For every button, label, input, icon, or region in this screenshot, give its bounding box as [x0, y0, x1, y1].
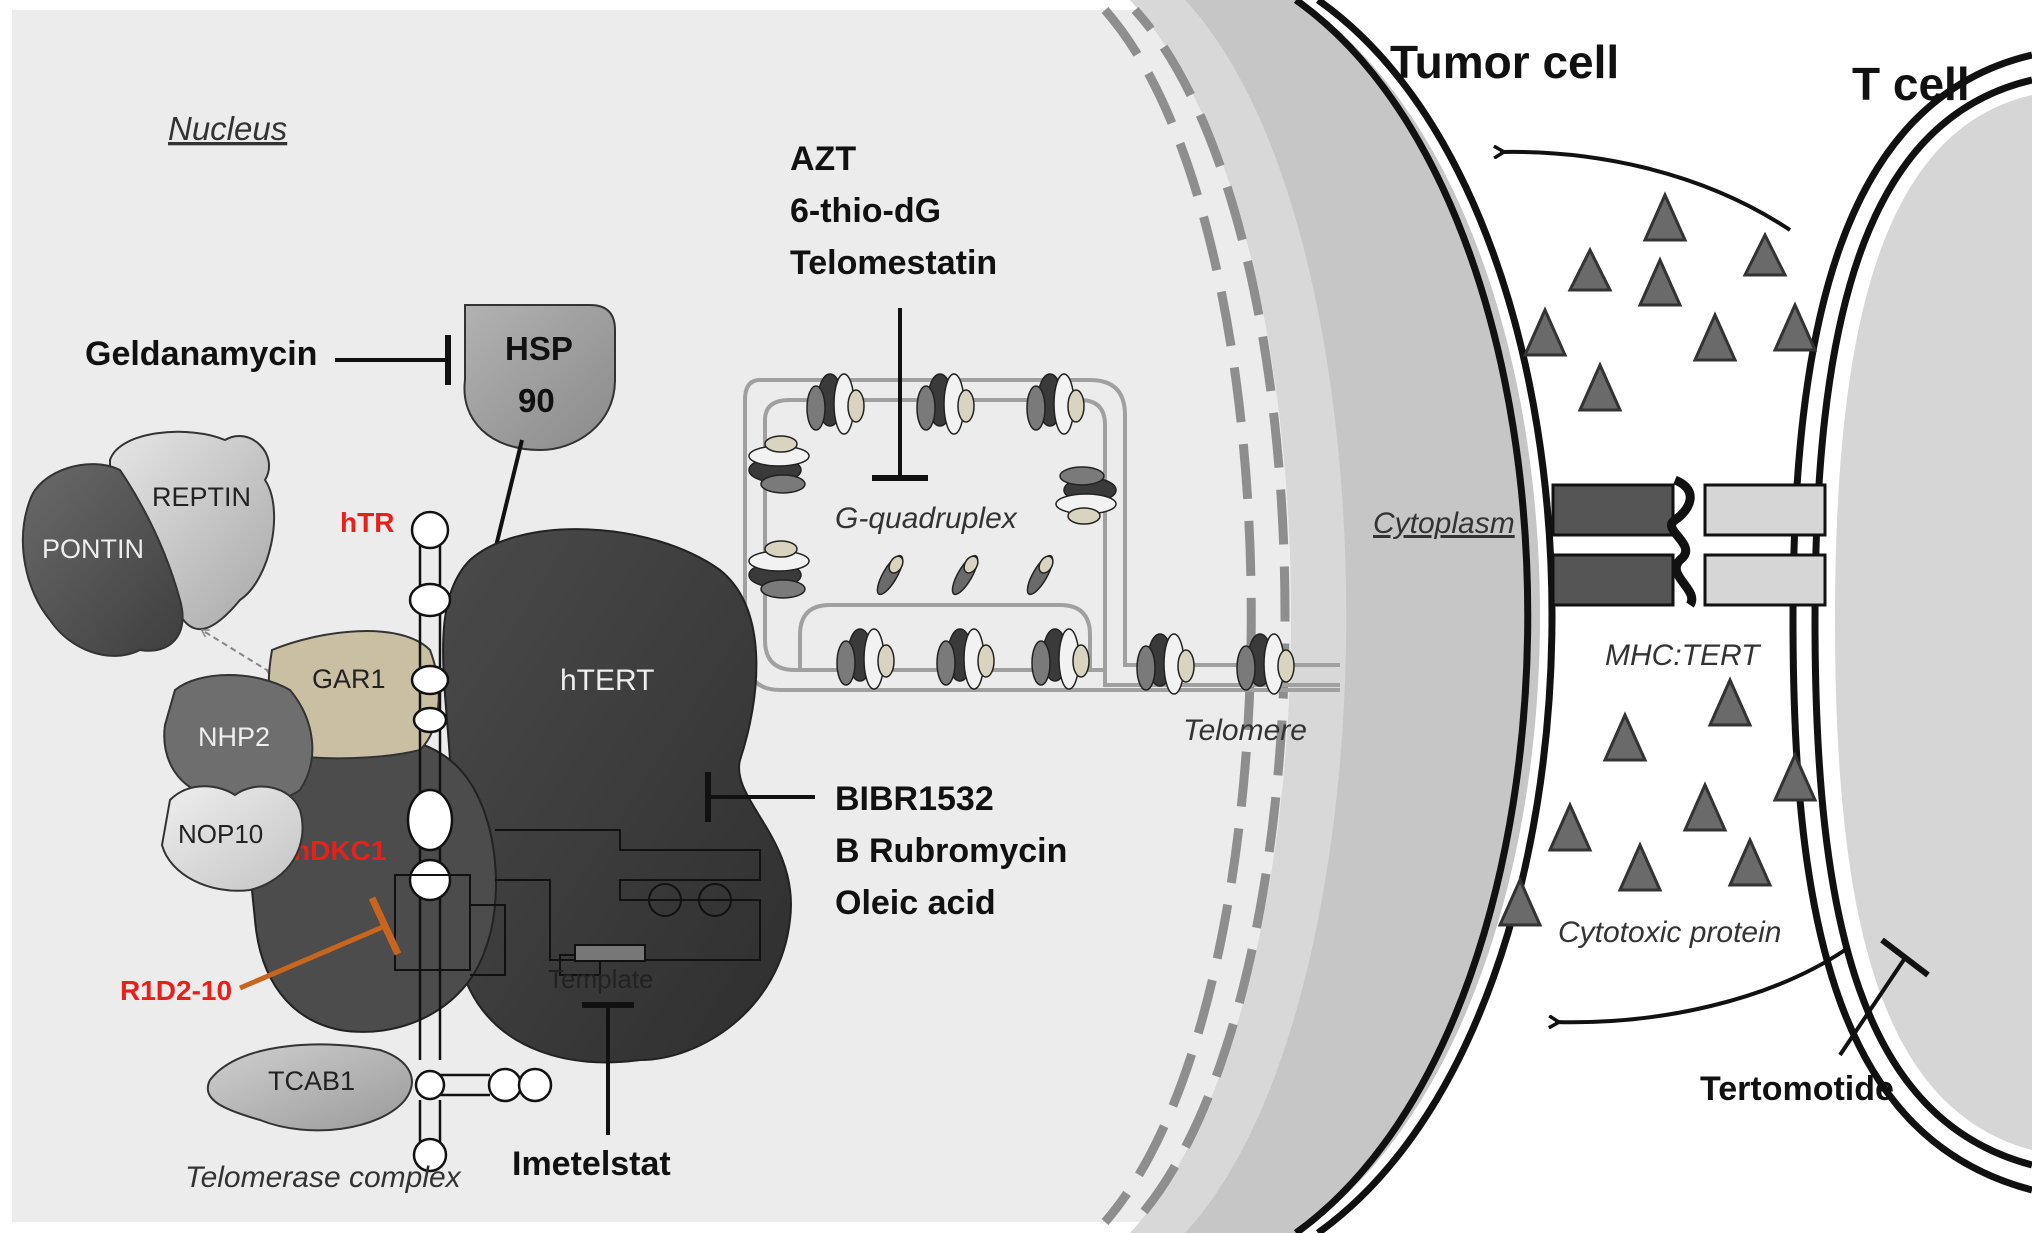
hdkc1-label: hDKC1: [293, 835, 386, 866]
cytotoxic-granules: [1497, 191, 1818, 927]
mhc-tert-complex: [1551, 475, 1827, 608]
tumor-cell-membrane-inner: [1293, 0, 1532, 1233]
g4-inhibitor-line: [872, 308, 928, 481]
nuclear-envelope-outer: [1131, 6, 1290, 1226]
nhp2-protein: [163, 674, 314, 803]
imetelstat-inhibitor-line: [582, 1002, 634, 1135]
drug-6-thio-dg: 6-thio-dG: [790, 192, 941, 230]
template-label: Template: [548, 964, 654, 994]
drug-imetelstat: Imetelstat: [512, 1145, 671, 1183]
g-quadruplex-label: G-quadruplex: [835, 502, 1018, 535]
drug-b-rubromycin: B Rubromycin: [835, 832, 1067, 870]
nop10-label: NOP10: [178, 819, 263, 849]
htr-label: hTR: [340, 507, 394, 538]
drug-r1d2-10: R1D2-10: [120, 975, 232, 1006]
tertomotide-inhibitor-line: [1838, 937, 1930, 1057]
htr-rna: [406, 510, 553, 1173]
arrow-lower: [1555, 948, 1847, 1022]
tumor-cell-label: Tumor cell: [1390, 36, 1619, 88]
drug-telomestatin: Telomestatin: [790, 244, 997, 282]
htert-label: hTERT: [560, 664, 654, 697]
pontin-nhp2-arrow: [205, 632, 270, 672]
drug-geldanamycin: Geldanamycin: [85, 335, 317, 373]
hsp90-label-line2: 90: [518, 382, 555, 419]
drug-tertomotide: Tertomotide: [1700, 1070, 1894, 1108]
telomerase-complex-label: Telomerase complex: [185, 1161, 462, 1194]
hsp90-label-line1: HSP: [505, 330, 573, 367]
cytoplasm-label: Cytoplasm: [1373, 507, 1515, 540]
nhp2-label: NHP2: [198, 722, 270, 752]
drug-oleic-acid: Oleic acid: [835, 884, 996, 922]
tcab1-protein: [207, 1043, 413, 1132]
hsp90-protein: [463, 304, 616, 452]
telomere-structure: [743, 373, 1340, 695]
mhc-tert-label: MHC:TERT: [1605, 639, 1762, 672]
drug-bibr1532: BIBR1532: [835, 780, 994, 818]
tumor-cell-membrane-outer: [1315, 0, 1556, 1233]
htert-inhibitor-line: [705, 772, 815, 822]
reptin-label: REPTIN: [152, 482, 251, 512]
gar1-label: GAR1: [312, 664, 386, 694]
perinuclear-space: [1130, 0, 1347, 1233]
t-cell-membrane-outer: [1789, 51, 2032, 1194]
t-cell-label: T cell: [1852, 58, 1970, 110]
drug-azt: AZT: [790, 140, 856, 178]
t-cell-body: [1835, 95, 2032, 1150]
synaptic-cleft: [1310, 0, 1850, 1233]
htr-template-region: [394, 829, 761, 976]
tcab1-label: TCAB1: [268, 1066, 355, 1096]
telomere-label: Telomere: [1183, 714, 1307, 747]
cytotoxic-protein-label: Cytotoxic protein: [1558, 916, 1781, 949]
pontin-label: PONTIN: [42, 534, 144, 564]
nucleus-label: Nucleus: [168, 110, 287, 147]
geldanamycin-inhibitor-line: [335, 335, 451, 385]
nuclear-envelope-inner: [1101, 7, 1256, 1225]
arrow-upper: [1500, 152, 1792, 232]
nop10-protein: [160, 785, 304, 892]
pontin-protein: [21, 463, 184, 657]
r1d2-inhibitor-line: [239, 896, 402, 991]
t-cell-membrane-inner: [1811, 76, 2032, 1169]
